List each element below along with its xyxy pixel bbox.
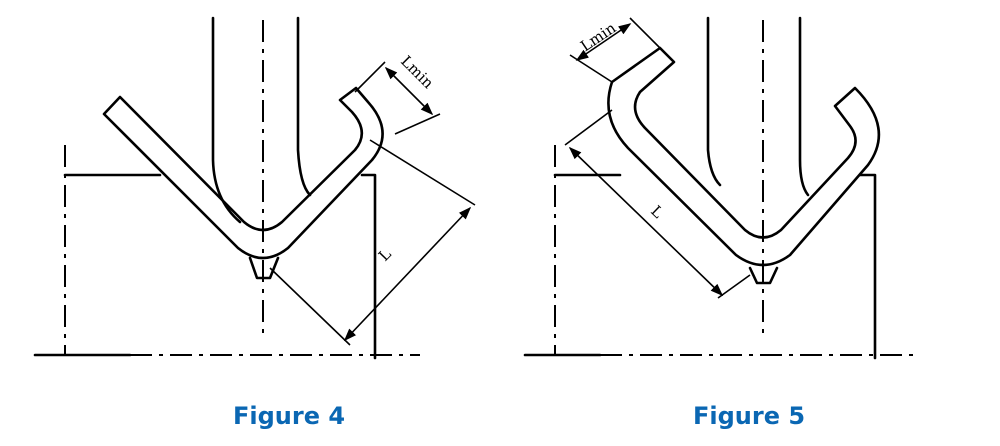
workpiece: [607, 46, 881, 267]
punch: [706, 16, 810, 340]
figure-4-caption: Figure 4: [233, 402, 346, 430]
dimension-lmin: Lmin: [354, 52, 441, 135]
punch: [211, 16, 312, 340]
dim-l-label: L: [375, 245, 395, 265]
die: [523, 145, 920, 360]
figure-5-caption: Figure 5: [693, 402, 806, 430]
dimension-lmin: Lmin: [569, 17, 661, 83]
dim-l-label: L: [647, 202, 667, 222]
workpiece: [102, 86, 384, 260]
figure-5-drawing: Lmin L: [523, 16, 920, 360]
figure-4-drawing: Lmin L: [33, 16, 476, 360]
dim-lmin-label: Lmin: [397, 52, 437, 92]
dimension-l: L: [564, 109, 751, 299]
dim-lmin-label: Lmin: [577, 19, 619, 56]
die: [33, 145, 420, 360]
